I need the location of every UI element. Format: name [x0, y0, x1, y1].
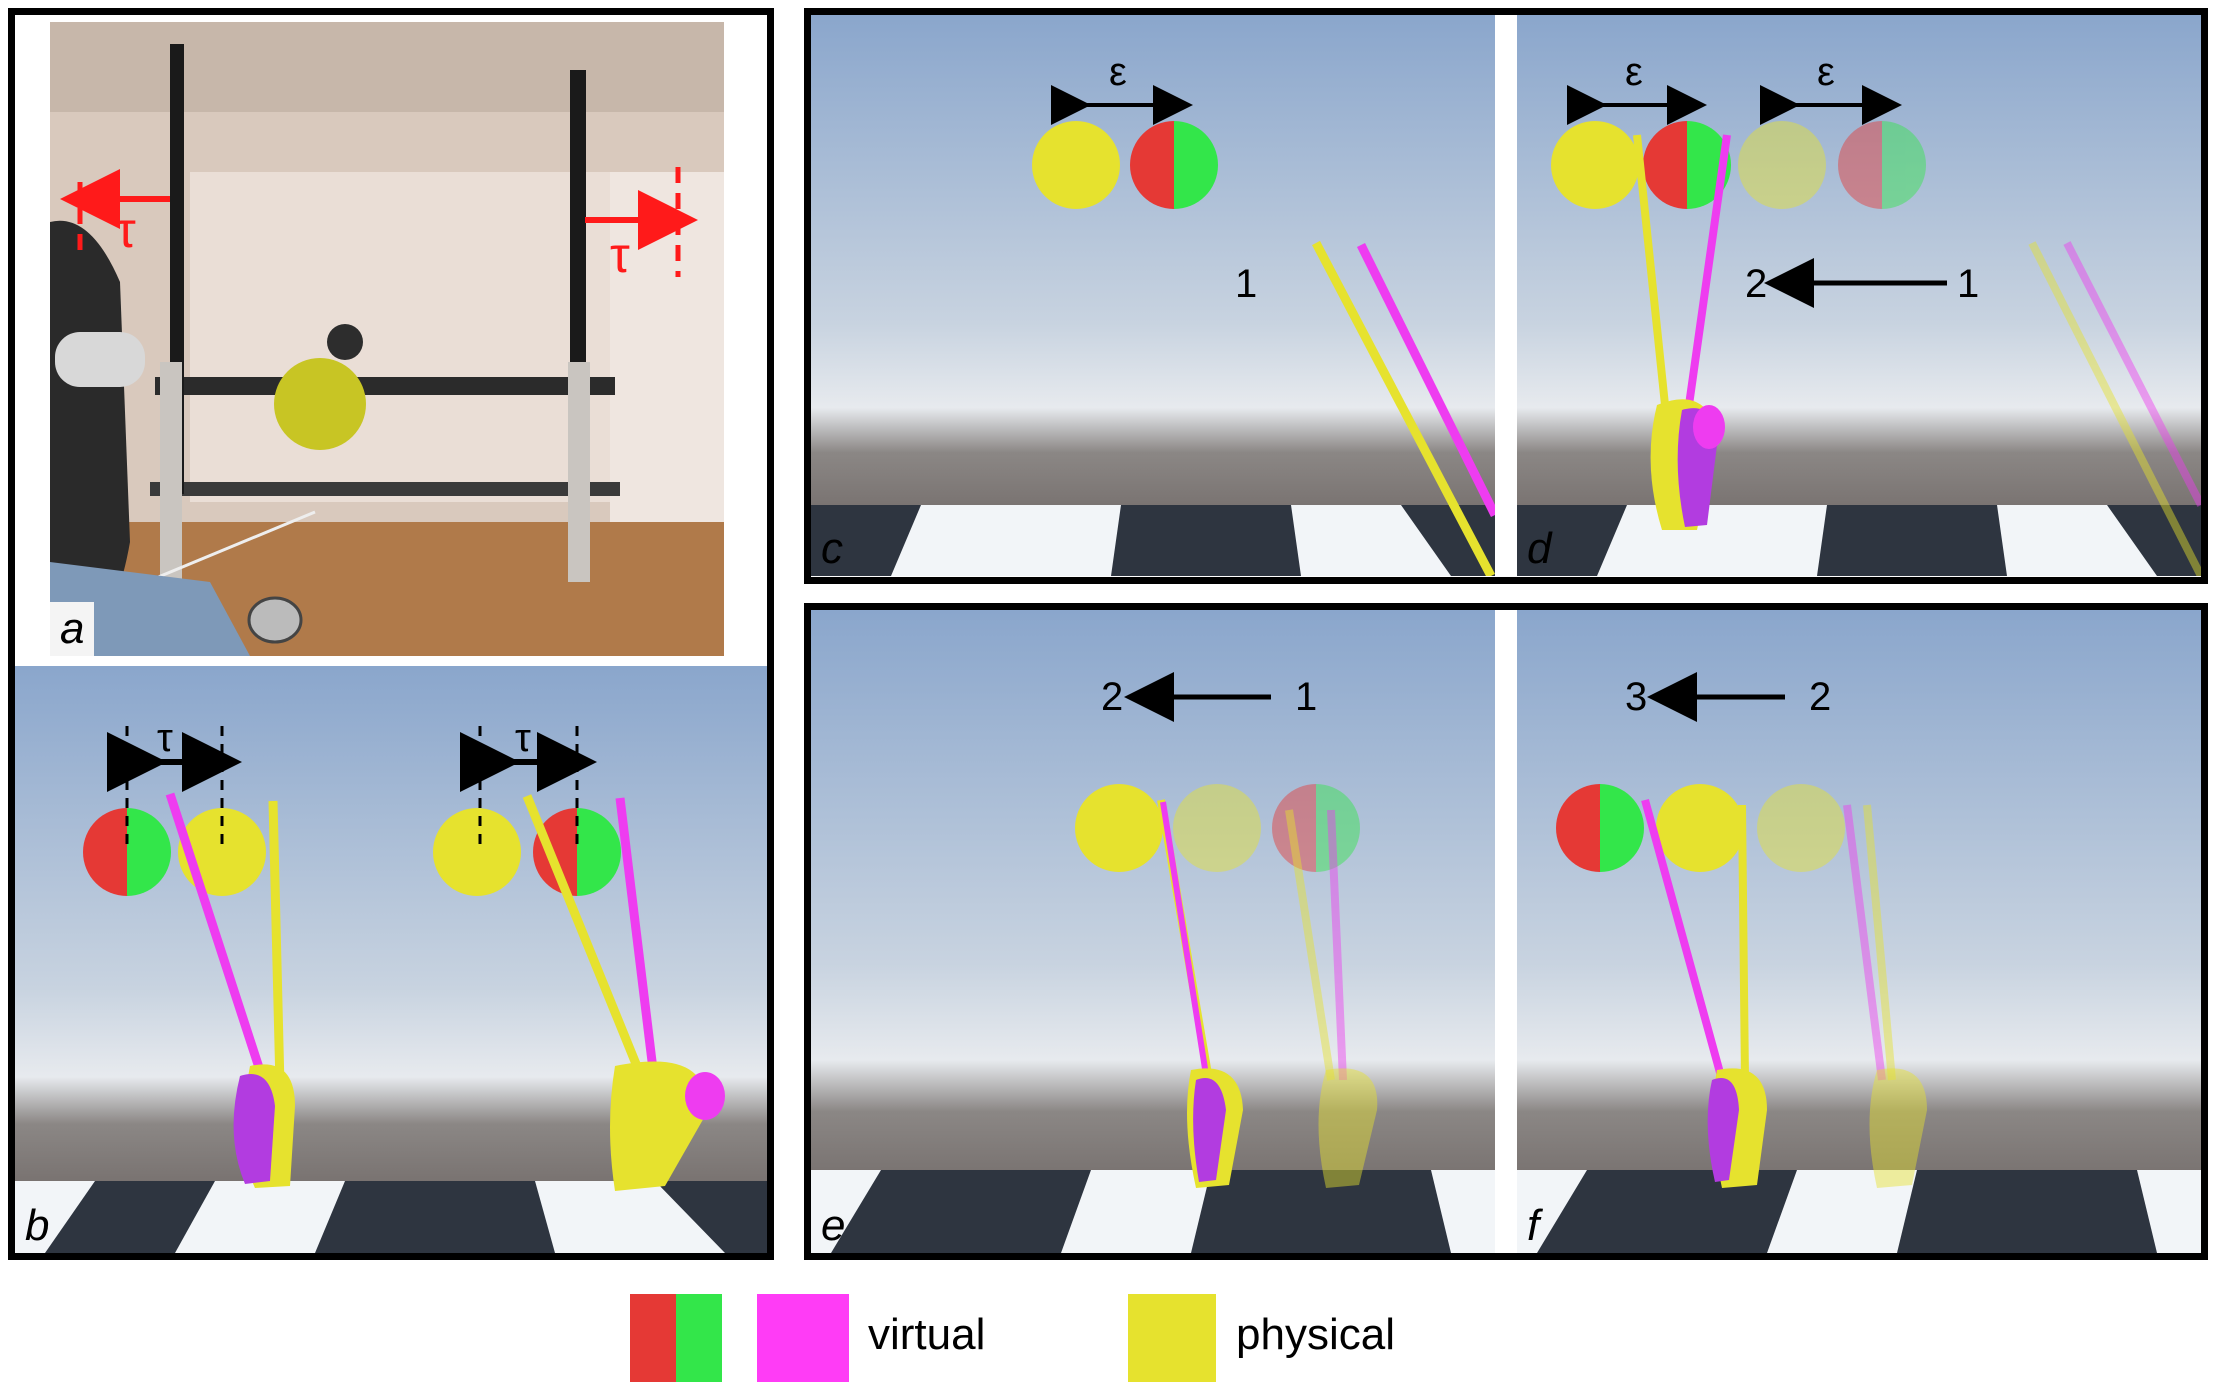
step-from-f: 2 [1809, 675, 1831, 719]
panel-e: 2 1 e [811, 610, 1495, 1253]
ball-physical-d2 [1738, 121, 1826, 209]
ball-physical-f2 [1757, 784, 1845, 872]
panel-a-photo: τ τ a [50, 22, 724, 656]
tau-right-b: τ [515, 716, 531, 760]
ball-physical-d1 [1551, 121, 1639, 209]
ball-virtual-b1 [83, 808, 171, 896]
epsilon-d2: ε [1817, 50, 1835, 94]
ball-virtual-f [1556, 784, 1644, 872]
step-from-e: 1 [1295, 675, 1317, 719]
panel-c-label: c [821, 524, 843, 573]
panel-e-label: e [821, 1201, 846, 1250]
panel-a-label: a [50, 602, 95, 656]
legend-physical-label: physical [1236, 1310, 1395, 1359]
physical-ball-photo [274, 358, 366, 450]
step-from-d: 1 [1957, 262, 1979, 306]
epsilon-c: ε [1109, 50, 1127, 94]
tau-left-b: τ [157, 716, 173, 760]
ball-physical-f1 [1656, 784, 1744, 872]
legend-virtual-stick-swatch [757, 1294, 849, 1382]
legend-virtual-ball-swatch [630, 1294, 676, 1382]
panel-d: ε ε 2 1 d [1517, 15, 2201, 576]
panel-c: ε 1 c [811, 15, 1495, 576]
ball-physical-e2 [1173, 784, 1261, 872]
tau-left-photo: τ [116, 202, 136, 258]
epsilon-d1: ε [1625, 50, 1643, 94]
panel-b: τ τ b [15, 666, 767, 1253]
ball-physical-e1 [1075, 784, 1163, 872]
panel-f: 3 2 f [1517, 610, 2201, 1253]
legend-virtual-ball-swatch-green [676, 1294, 722, 1382]
legend: virtual physical [0, 1280, 2216, 1388]
panel-d-label: d [1527, 524, 1552, 573]
ball-virtual-d2 [1838, 121, 1926, 209]
panel-b-label: b [25, 1201, 50, 1250]
step-to-f: 3 [1625, 675, 1647, 719]
panel-f-label: f [1527, 1201, 1540, 1250]
ball-physical-c [1032, 121, 1120, 209]
step-c: 1 [1235, 262, 1257, 306]
step-to-d: 2 [1745, 262, 1767, 306]
legend-virtual-label: virtual [868, 1310, 986, 1359]
step-to-e: 2 [1101, 675, 1123, 719]
tau-right-photo: τ [610, 227, 630, 283]
ball-physical-b2 [433, 808, 521, 896]
ball-virtual-e2 [1272, 784, 1360, 872]
ball-virtual-c [1130, 121, 1218, 209]
legend-physical-swatch [1128, 1294, 1216, 1382]
